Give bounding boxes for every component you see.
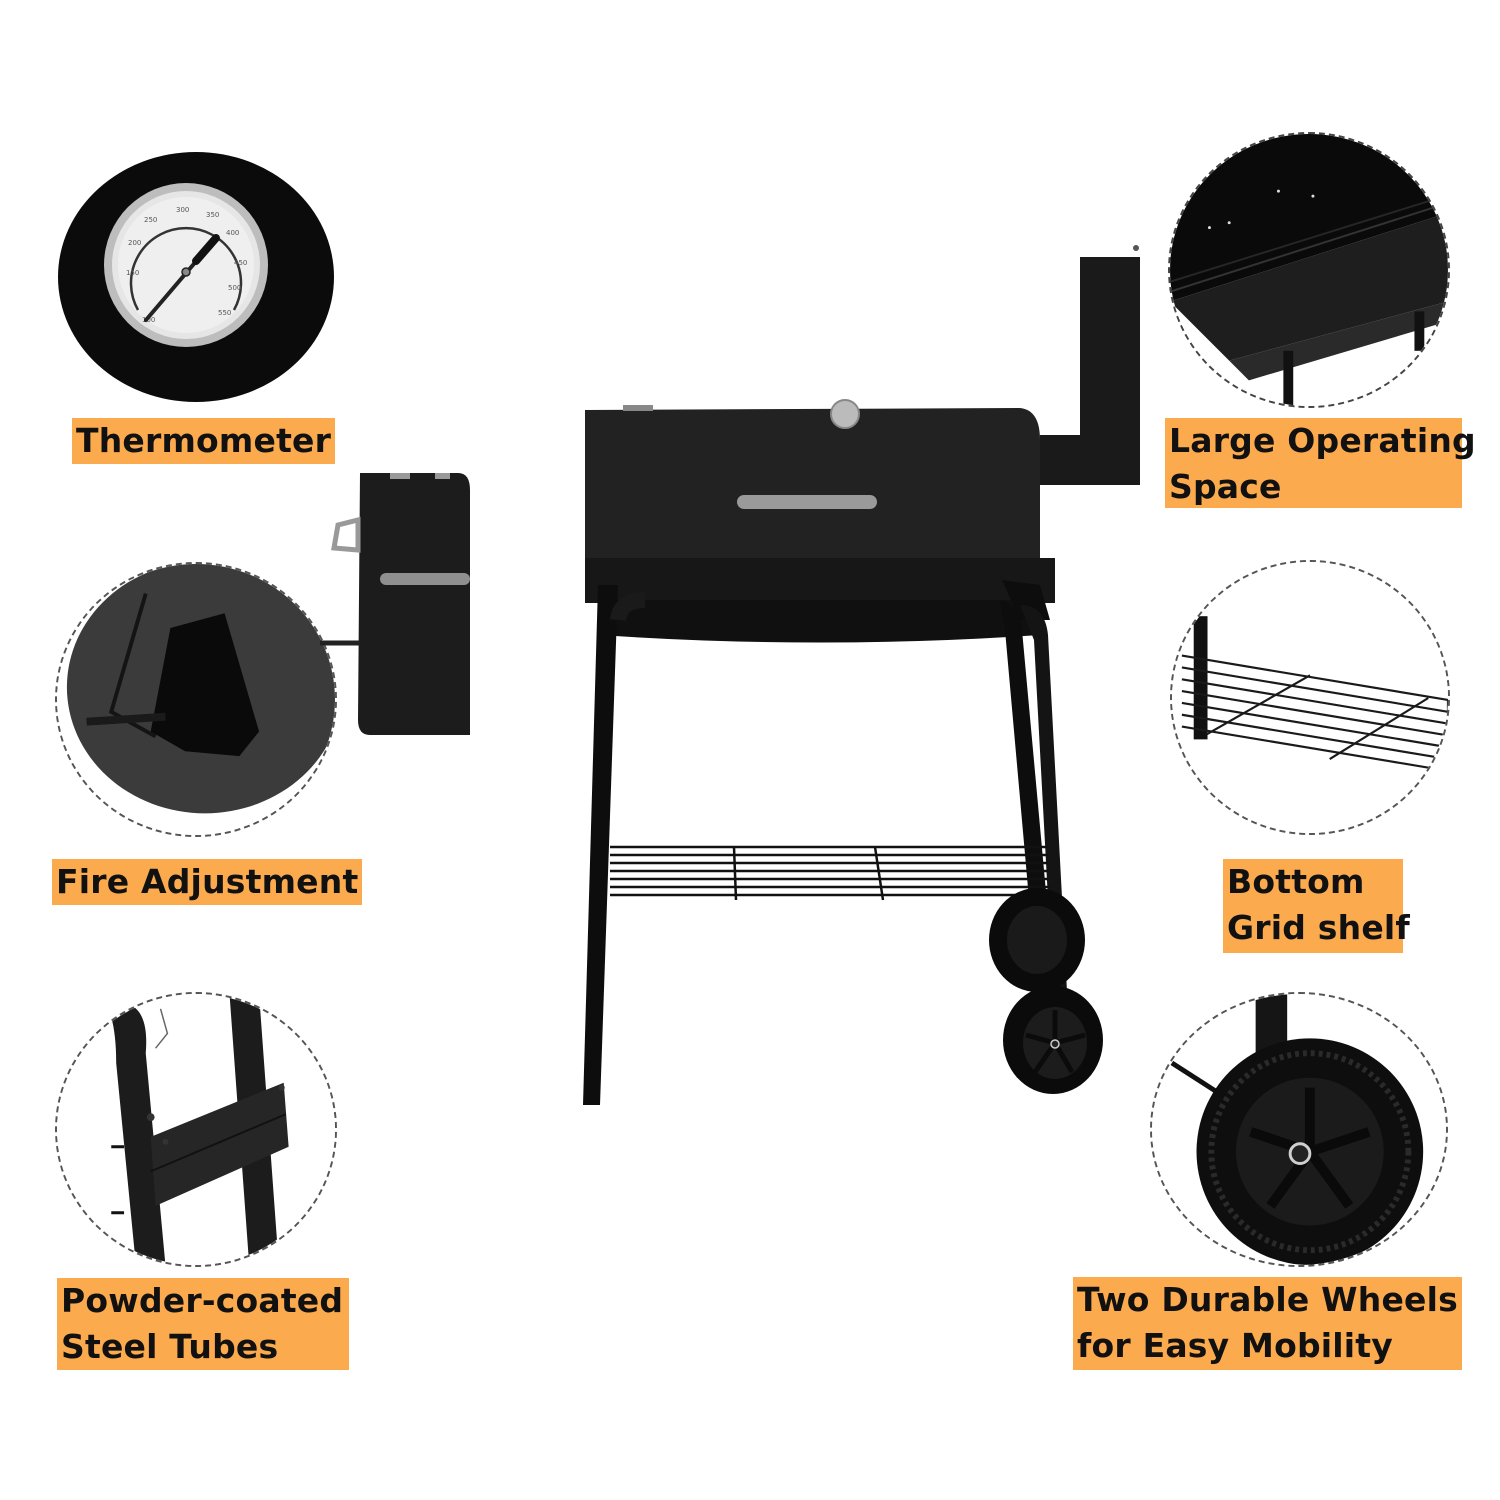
label-line: Grid shelf (1227, 908, 1410, 947)
label-line: Thermometer (76, 421, 332, 460)
svg-text:300: 300 (176, 206, 189, 214)
label-line: Large Operating (1169, 421, 1476, 460)
svg-text:350: 350 (206, 211, 219, 219)
thermometer-detail: 100 150 200 250 300 350 400 450 500 550 (56, 150, 336, 405)
large-operating-space-detail (1168, 132, 1450, 408)
label-line: Space (1169, 467, 1282, 506)
svg-text:400: 400 (226, 229, 239, 237)
label-line: for Easy Mobility (1077, 1326, 1393, 1365)
label-line: Bottom (1227, 862, 1365, 901)
bottom-grid-shelf-detail (1170, 560, 1450, 835)
label-fire-adjustment: Fire Adjustment (52, 859, 363, 905)
label-line: Steel Tubes (61, 1327, 279, 1366)
powder-coated-steel-tubes-detail (55, 992, 337, 1267)
smoker-grill-product-image (300, 240, 1180, 1120)
label-thermometer: Thermometer (72, 418, 336, 464)
label-bottom-grid-shelf: Bottom Grid shelf (1223, 859, 1410, 953)
svg-text:450: 450 (234, 259, 247, 267)
steel-leg-bracket-icon (57, 994, 335, 1265)
label-two-durable-wheels: Two Durable Wheels for Easy Mobility (1073, 1277, 1462, 1370)
svg-text:150: 150 (126, 269, 139, 277)
svg-text:500: 500 (228, 284, 241, 292)
fire-adjustment-detail (55, 562, 337, 837)
wire-shelf-icon (1172, 562, 1448, 833)
svg-text:200: 200 (128, 239, 141, 247)
svg-text:250: 250 (144, 216, 157, 224)
wheel-icon (1152, 994, 1446, 1265)
label-powder-coated-steel-tubes: Powder-coated Steel Tubes (57, 1278, 349, 1370)
label-line: Powder-coated (61, 1281, 344, 1320)
two-durable-wheels-detail (1150, 992, 1448, 1267)
label-line: Two Durable Wheels (1077, 1280, 1458, 1319)
label-line: Fire Adjustment (56, 862, 359, 901)
air-vent-damper-icon (57, 564, 335, 835)
grill-chamber-icon (1170, 134, 1448, 406)
svg-text:550: 550 (218, 309, 231, 317)
label-large-operating-space: Large Operating Space (1165, 418, 1476, 508)
svg-text:100: 100 (142, 316, 155, 324)
thermometer-gauge-icon: 100 150 200 250 300 350 400 450 500 550 (58, 152, 334, 402)
smoker-grill-icon (320, 245, 1140, 1105)
